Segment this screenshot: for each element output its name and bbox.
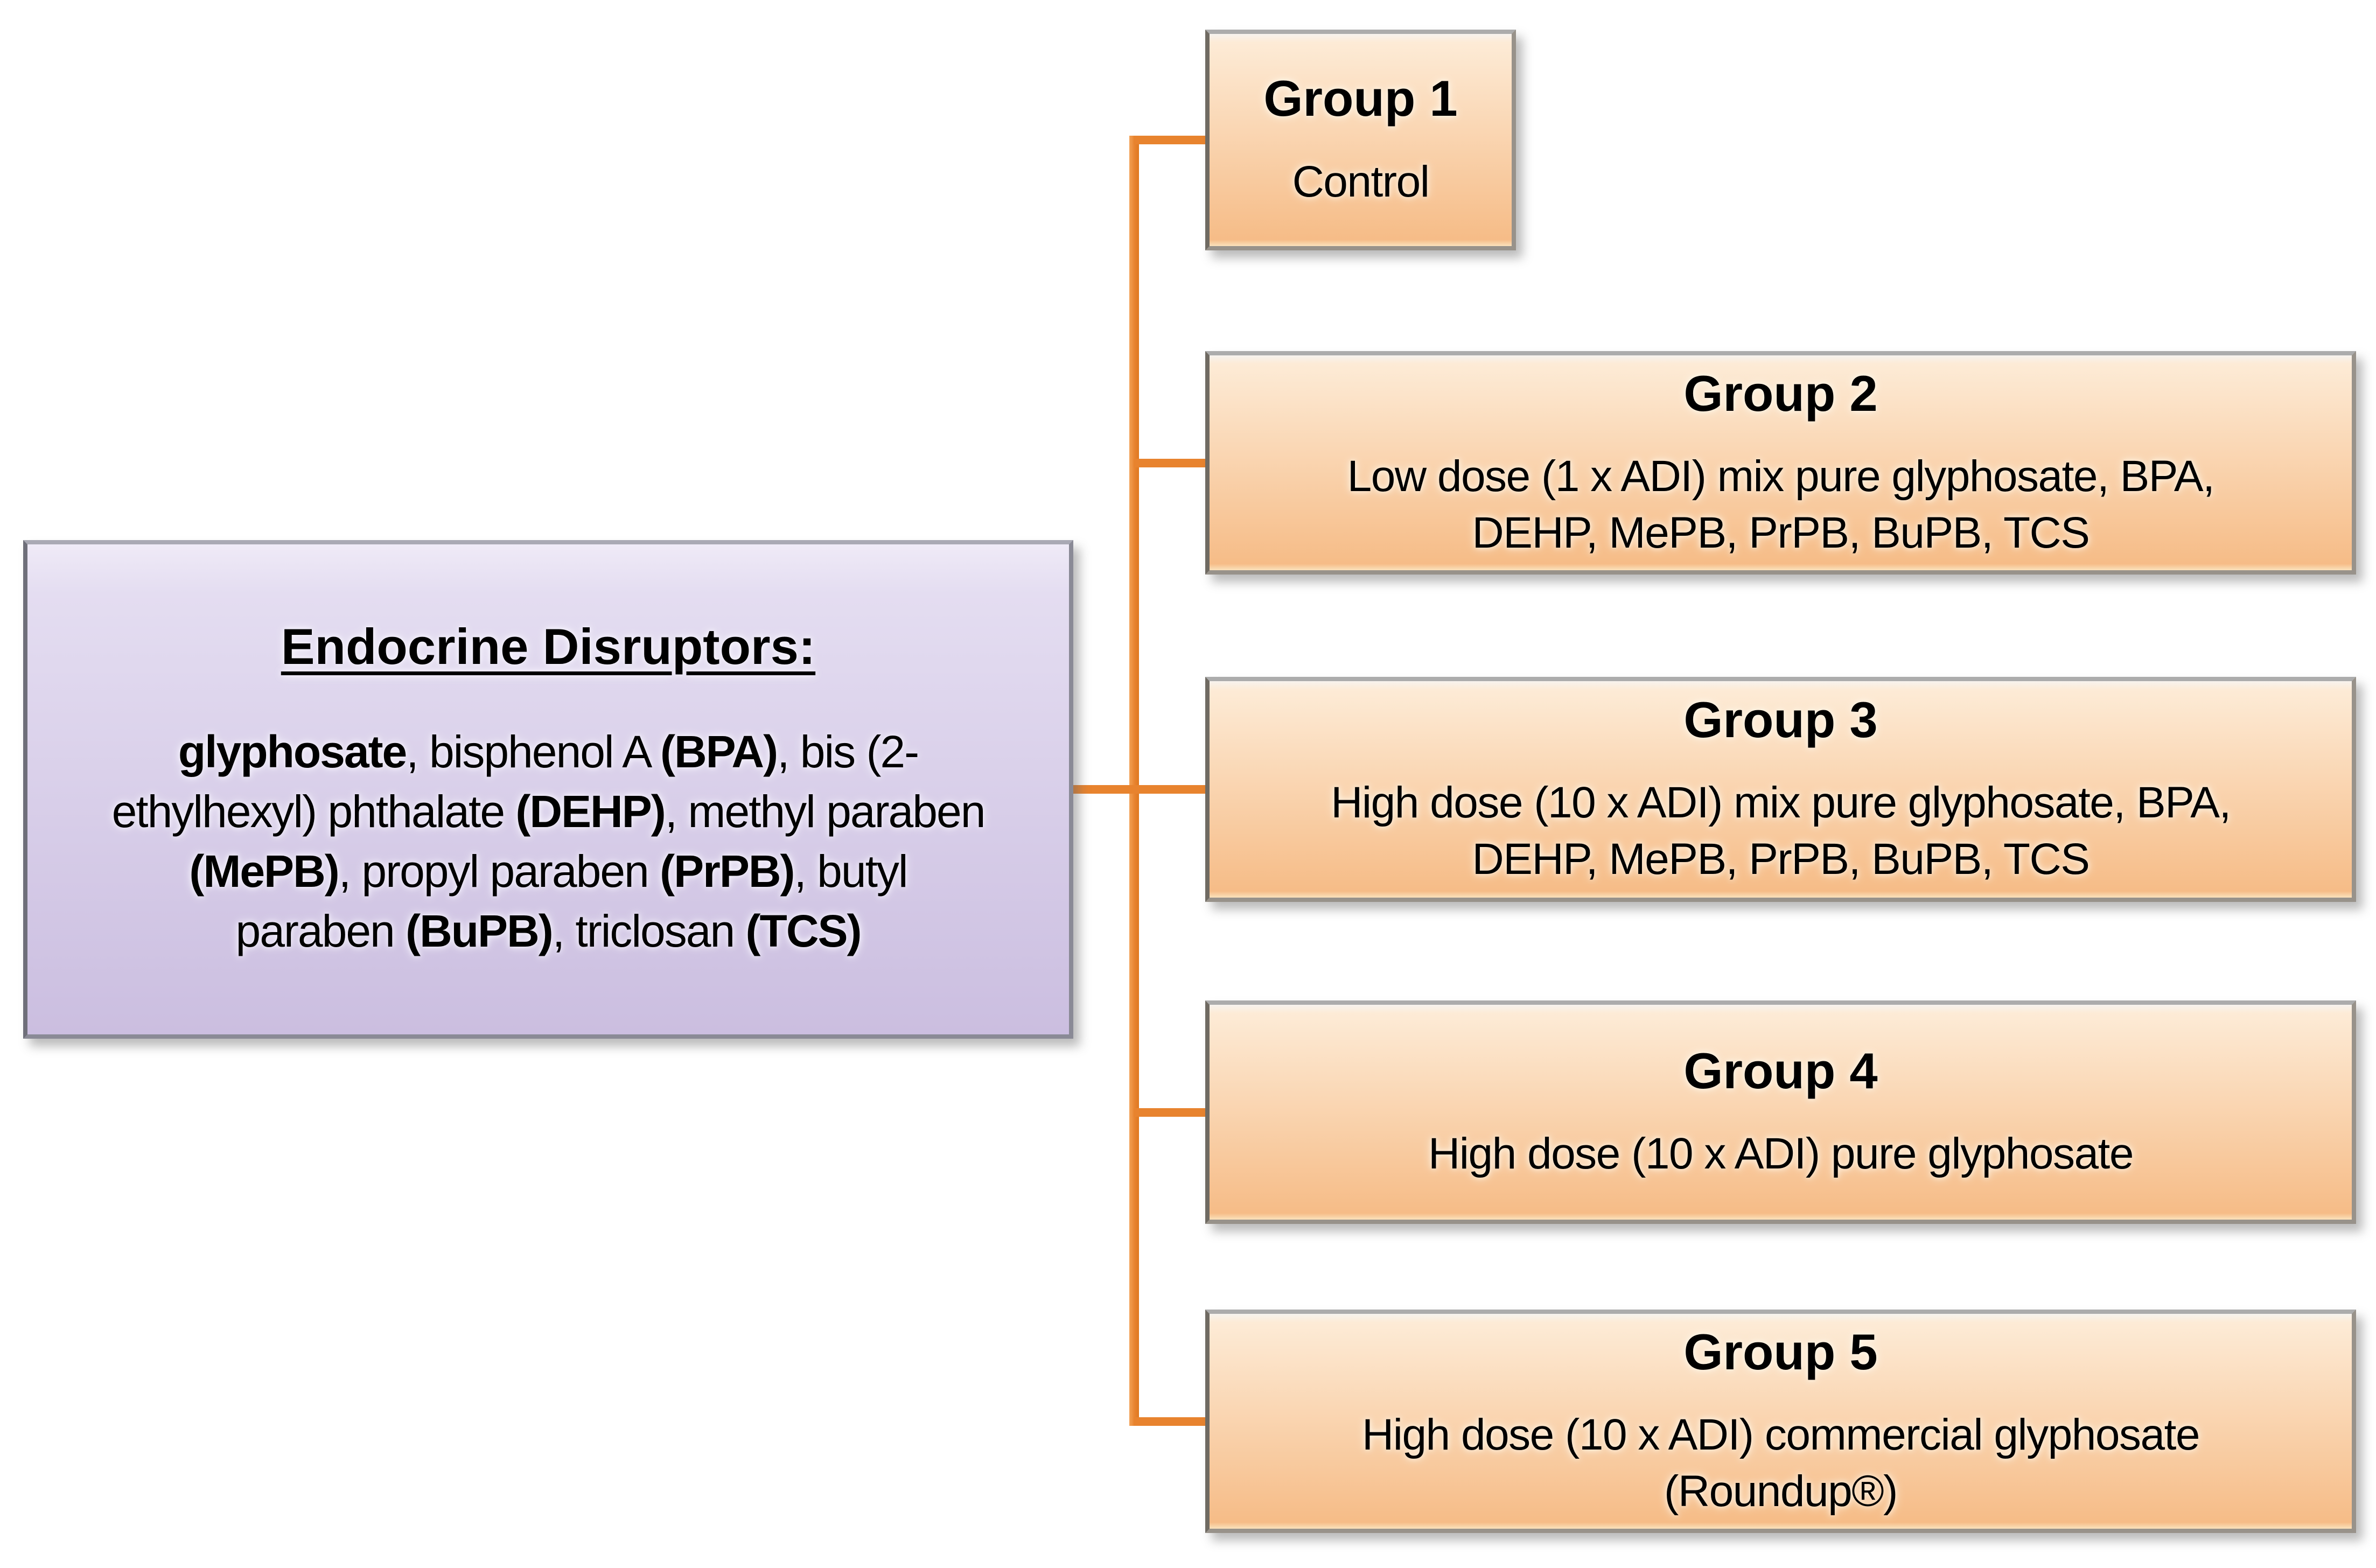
connector-trunk-line — [1129, 136, 1139, 1426]
group-3-description: High dose (10 x ADI) mix pure glyphosate… — [1331, 778, 2231, 884]
group-4-title: Group 4 — [1683, 1042, 1878, 1099]
group-5-box: Group 5 High dose (10 x ADI) commercial … — [1205, 1310, 2356, 1533]
endocrine-disruptors-title: Endocrine Disruptors: — [281, 618, 816, 675]
group-2-description: Low dose (1 x ADI) mix pure glyphosate, … — [1347, 451, 2215, 557]
connector-branch-group-5 — [1134, 1417, 1209, 1426]
group-5-title: Group 5 — [1683, 1323, 1878, 1380]
group-4-box: Group 4 High dose (10 x ADI) pure glypho… — [1205, 1000, 2356, 1224]
endocrine-disruptors-list: glyphosate, bisphenol A (BPA), bis (2-et… — [111, 726, 986, 956]
connector-branch-group-4 — [1134, 1108, 1209, 1117]
connector-branch-group-3 — [1134, 785, 1209, 794]
group-1-title: Group 1 — [1263, 70, 1458, 127]
group-3-title: Group 3 — [1683, 691, 1878, 748]
connector-branch-group-1 — [1134, 136, 1209, 144]
endocrine-disruptors-box: Endocrine Disruptors: glyphosate, bisphe… — [23, 540, 1073, 1039]
group-3-box: Group 3 High dose (10 x ADI) mix pure gl… — [1205, 677, 2356, 902]
connector-branch-group-2 — [1134, 459, 1209, 467]
group-4-description: High dose (10 x ADI) pure glyphosate — [1428, 1129, 2134, 1179]
group-1-description: Control — [1292, 157, 1430, 206]
group-5-description: High dose (10 x ADI) commercial glyphosa… — [1362, 1410, 2200, 1516]
group-1-box: Group 1 Control — [1205, 30, 1516, 250]
group-2-title: Group 2 — [1683, 365, 1878, 422]
group-2-box: Group 2 Low dose (1 x ADI) mix pure glyp… — [1205, 351, 2356, 575]
connector-source-line — [1060, 785, 1135, 794]
